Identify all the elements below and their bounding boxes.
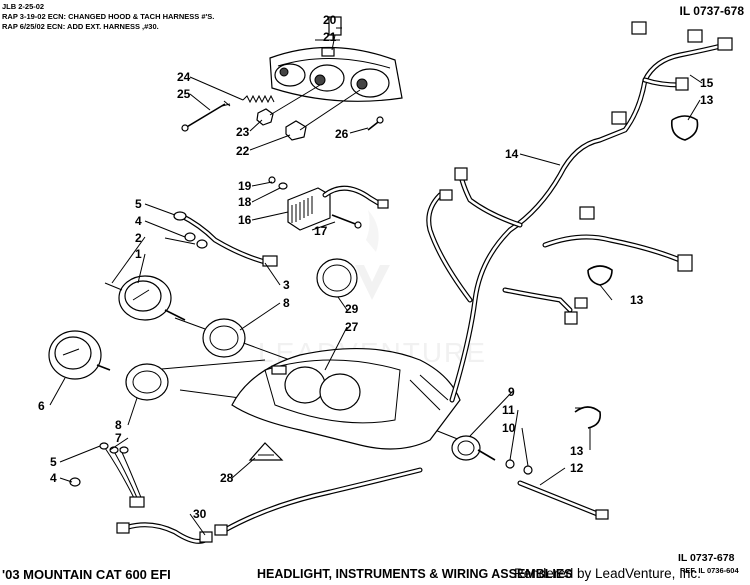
render-credit: Rendered by LeadVenture, Inc.: [514, 566, 701, 581]
callout-1: 1: [135, 247, 142, 261]
callout-2: 2: [135, 231, 142, 245]
speedometer[interactable]: [104, 275, 186, 321]
voltage-regulator[interactable]: [287, 185, 389, 231]
model-name: '03 MOUNTAIN CAT 600 EFI: [2, 567, 171, 582]
callout-5: 5: [50, 455, 57, 469]
speedometer-harness[interactable]: [164, 211, 278, 267]
gauge-bezel[interactable]: [202, 318, 246, 358]
hood-harness[interactable]: [631, 21, 733, 91]
gauge-bezel[interactable]: [125, 363, 169, 401]
illustration-number: IL 0737-678: [679, 4, 745, 18]
callout-19: 19: [238, 179, 252, 193]
callout-24: 24: [177, 70, 191, 84]
callout-10: 10: [502, 421, 516, 435]
callout-4: 4: [135, 214, 142, 228]
adjuster-screw[interactable]: [181, 100, 231, 132]
watermark-logo: LEADVENTURE: [258, 210, 485, 368]
callout-18: 18: [238, 195, 252, 209]
callout-13: 13: [630, 293, 644, 307]
callout-28: 28: [220, 471, 234, 485]
ignition-switch[interactable]: [451, 435, 533, 475]
washer[interactable]: [278, 182, 288, 190]
callout-20: 20: [323, 13, 337, 27]
callout-15: 15: [700, 76, 714, 90]
speedometer-cable[interactable]: [517, 480, 609, 520]
callout-22: 22: [236, 144, 250, 158]
callout-16: 16: [238, 213, 252, 227]
callout-30: 30: [193, 507, 207, 521]
regulator-bolt[interactable]: [268, 176, 276, 184]
callout-13: 13: [570, 444, 584, 458]
harness-clamp[interactable]: [670, 115, 699, 141]
gauge-bezel-round[interactable]: [316, 258, 358, 298]
extension-harness[interactable]: [116, 467, 423, 544]
harness-clamp[interactable]: [574, 406, 602, 429]
callout-26: 26: [335, 127, 349, 141]
callout-29: 29: [345, 302, 359, 316]
reference-number: REF. IL 0736-604: [680, 566, 739, 575]
regulator-screw[interactable]: [331, 214, 362, 229]
bulb-socket[interactable]: [328, 16, 342, 51]
callout-25: 25: [177, 87, 191, 101]
callout-6: 6: [38, 399, 45, 413]
revision-note: JLB 2-25-02: [2, 2, 45, 11]
revision-note: RAP 3-19-02 ECN: CHANGED HOOD & TACH HAR…: [2, 12, 215, 21]
hood-dash-panel[interactable]: [231, 347, 461, 450]
adjuster-spring[interactable]: [242, 94, 275, 104]
callout-3: 3: [283, 278, 290, 292]
callout-21: 21: [323, 30, 337, 44]
callout-labels: 20 21 24 25 23 22 26 19 18 16 17 5 4 2 1…: [38, 13, 714, 521]
adjuster-clip[interactable]: [285, 120, 307, 141]
callout-leaders: [49, 27, 703, 536]
tachometer[interactable]: [48, 330, 111, 380]
harness-clamp[interactable]: [587, 265, 613, 286]
illustration-number-bottom: IL 0737-678: [678, 552, 735, 564]
callout-4: 4: [50, 471, 57, 485]
callout-14: 14: [505, 147, 519, 161]
callout-8: 8: [115, 418, 122, 432]
callout-27: 27: [345, 320, 359, 334]
mounting-screw[interactable]: [367, 116, 384, 131]
warning-decal[interactable]: [248, 442, 284, 461]
revision-note: RAP 6/25/02 ECN: ADD EXT. HARNESS ,#30.: [2, 22, 159, 31]
callout-13: 13: [700, 93, 714, 107]
headlight-assembly[interactable]: [269, 46, 403, 102]
callout-11: 11: [502, 403, 515, 417]
diagram-title: HEADLIGHT, INSTRUMENTS & WIRING ASSEMBLI…: [257, 567, 573, 581]
callout-8: 8: [283, 296, 290, 310]
callout-23: 23: [236, 125, 250, 139]
callout-12: 12: [570, 461, 584, 475]
tachometer-harness[interactable]: [69, 442, 145, 508]
callout-9: 9: [508, 385, 515, 399]
callout-5: 5: [135, 197, 142, 211]
callout-7: 7: [115, 431, 122, 445]
callout-17: 17: [314, 224, 328, 238]
main-wiring-harness[interactable]: [426, 77, 693, 403]
